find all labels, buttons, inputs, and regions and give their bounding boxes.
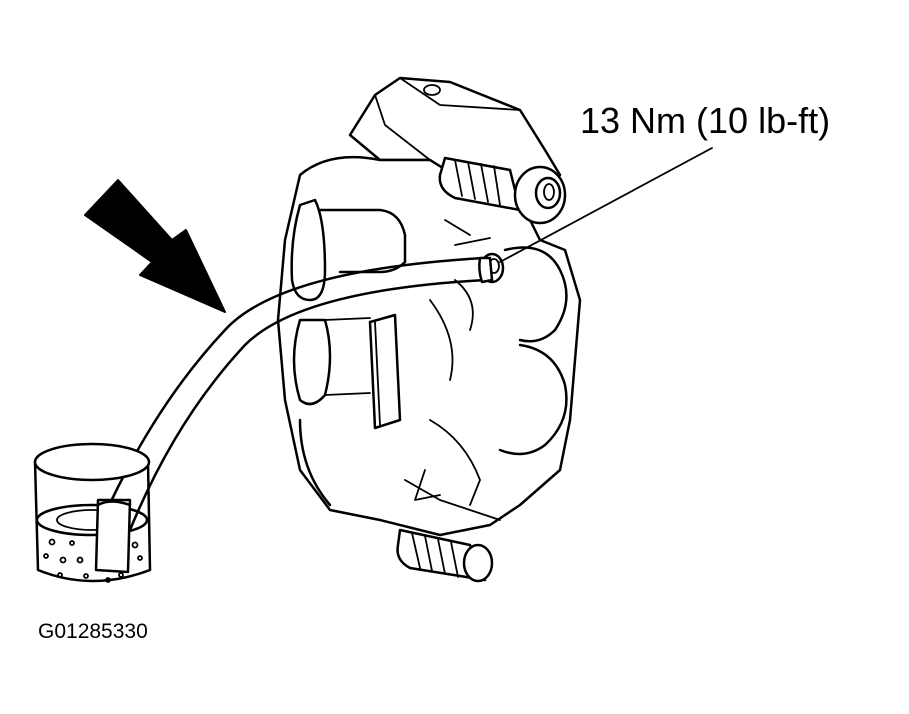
- arrow-icon: [84, 179, 226, 313]
- guide-pin-bolt-icon: [438, 156, 567, 225]
- torque-callout-label: 13 Nm (10 lb-ft): [580, 100, 831, 141]
- figure-id-label: G01285330: [38, 620, 148, 643]
- brake-caliper-icon: [276, 76, 582, 537]
- fluid-container-icon: [33, 442, 152, 583]
- guide-pin-bolt-icon: [396, 528, 494, 583]
- callout-leader-line: [499, 147, 713, 263]
